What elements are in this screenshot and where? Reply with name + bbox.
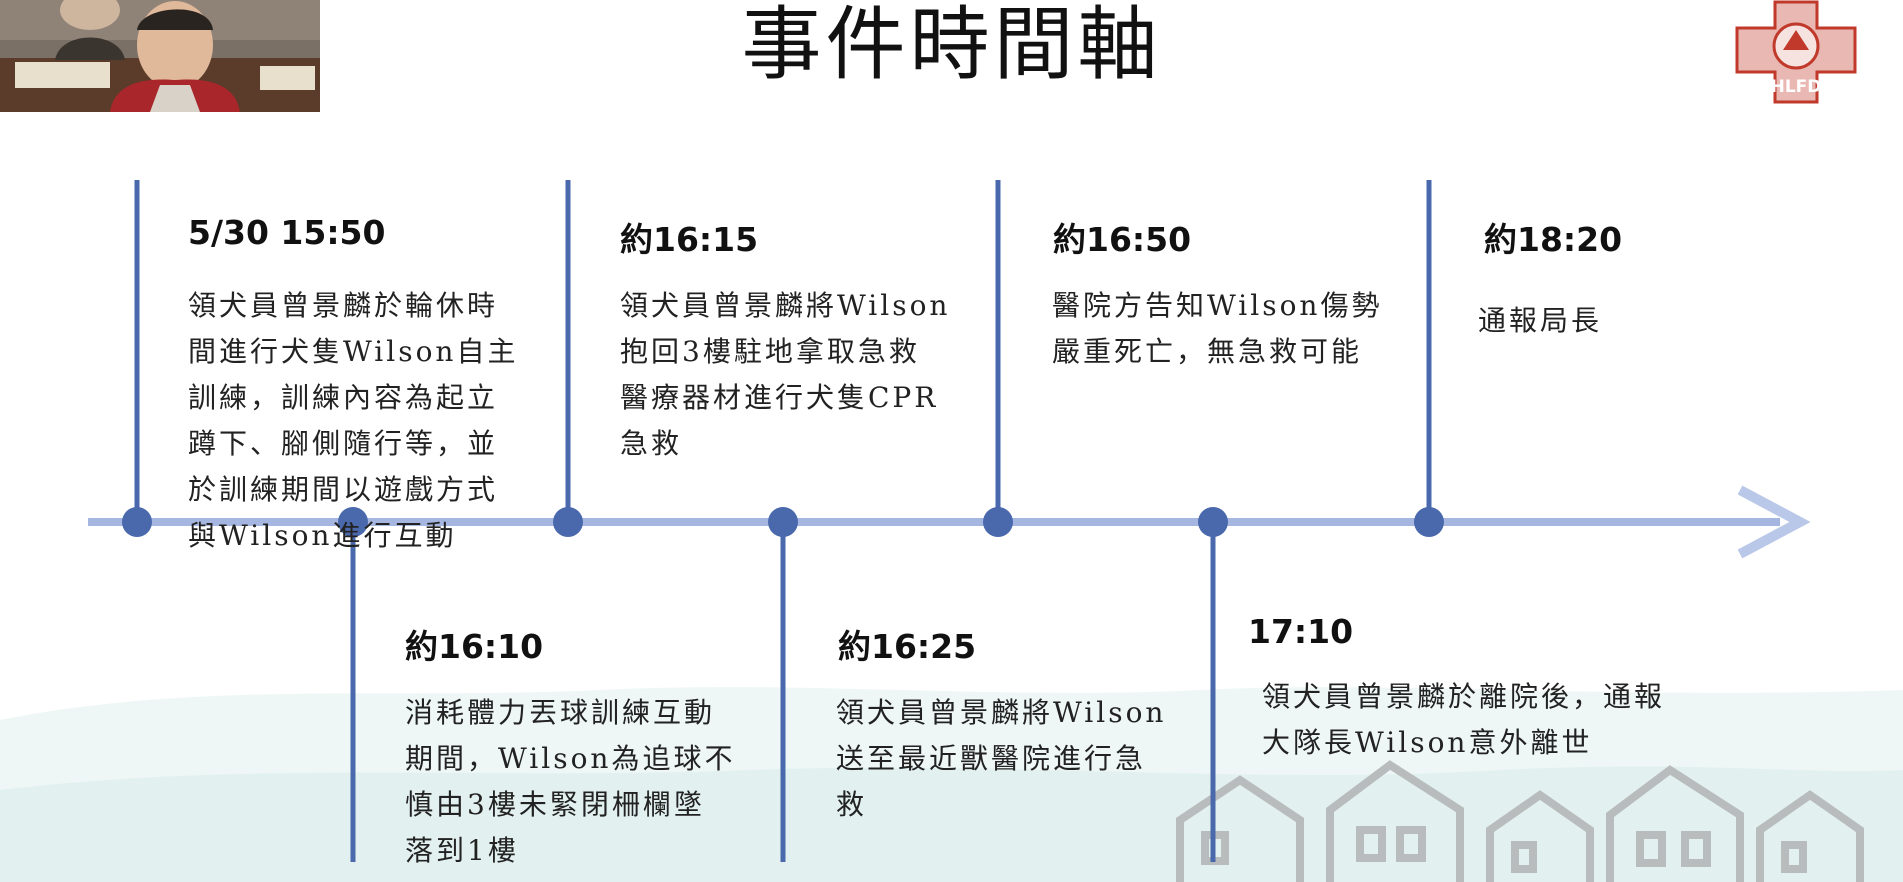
timeline-dots: [122, 507, 1444, 537]
timeline-arrow-icon: [1737, 485, 1811, 559]
hill-wash-front: [0, 766, 1903, 882]
event-desc-1820: 通報局長: [1478, 304, 1603, 337]
speaker-video-frame: [0, 0, 320, 112]
event-time-1625: 約16:25: [838, 627, 977, 666]
logo-text: HLFD: [1771, 77, 1822, 97]
webcam-video-inset: [0, 0, 320, 112]
event-desc-1710: 領犬員曾景麟於離院後，通報大隊長Wilson意外離世: [1262, 680, 1666, 759]
event-desc-1550: 領犬員曾景麟於輪休時間進行犬隻Wilson自主訓練，訓練內容為起立 蹲下、腳側隨…: [188, 289, 519, 552]
timeline-connectors: [134, 180, 1432, 862]
page-title: 事件時間軸: [741, 0, 1162, 91]
timeline-dot-4: [983, 507, 1013, 537]
timeline-dot-3: [768, 507, 798, 537]
event-time-1820: 約18:20: [1484, 220, 1623, 259]
houses-illustration: [1176, 760, 1864, 882]
event-time-1610: 約16:10: [405, 627, 544, 666]
event-time-1615: 約16:15: [620, 220, 759, 259]
event-time-1550: 5/30 15:50: [188, 213, 386, 252]
timeline-dot-0: [122, 507, 152, 537]
fire-department-logo-icon: HLFD: [1735, 0, 1857, 104]
event-desc-1650: 醫院方告知Wilson傷勢嚴重死亡，無急救可能: [1052, 289, 1383, 368]
timeline-dot-1: [338, 507, 368, 537]
timeline-dot-5: [1198, 507, 1228, 537]
event-time-1710: 17:10: [1248, 612, 1354, 651]
event-time-1650: 約16:50: [1053, 220, 1192, 259]
timeline-dot-6: [1414, 507, 1444, 537]
event-desc-1610: 消耗體力丟球訓練互動期間，Wilson為追球不慎由3樓未緊閉柵欄墜 落到1樓: [405, 696, 736, 867]
timeline-dot-2: [553, 507, 583, 537]
